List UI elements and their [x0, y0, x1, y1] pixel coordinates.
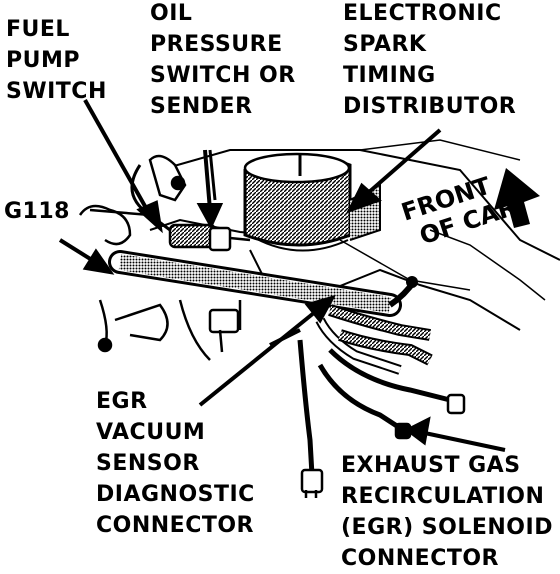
label-egr-vacuum-sensor: EGR VACUUM SENSOR DIAGNOSTIC CONNECTOR	[96, 389, 255, 538]
label-ground-g118: G118	[4, 199, 70, 224]
label-distributor: ELECTRONIC SPARK TIMING DISTRIBUTOR	[343, 1, 517, 119]
label-fuel-pump-switch: FUEL PUMP SWITCH	[6, 17, 107, 104]
wiring-harness	[108, 250, 418, 317]
wire-bundle	[269, 304, 451, 476]
label-oil-pressure: OIL PRESSURE SWITCH OR SENDER	[150, 1, 296, 119]
front-arrow-icon	[494, 168, 540, 228]
distributor-shape	[243, 152, 381, 252]
label-egr-solenoid: EXHAUST GAS RECIRCULATION (EGR) SOLENOID…	[341, 453, 553, 571]
bundle-connectors	[300, 393, 466, 498]
harness-plugs	[178, 299, 242, 361]
oil-sender-shape	[168, 149, 251, 252]
leader-lines	[58, 99, 506, 452]
ground-connector-shape	[78, 204, 169, 353]
